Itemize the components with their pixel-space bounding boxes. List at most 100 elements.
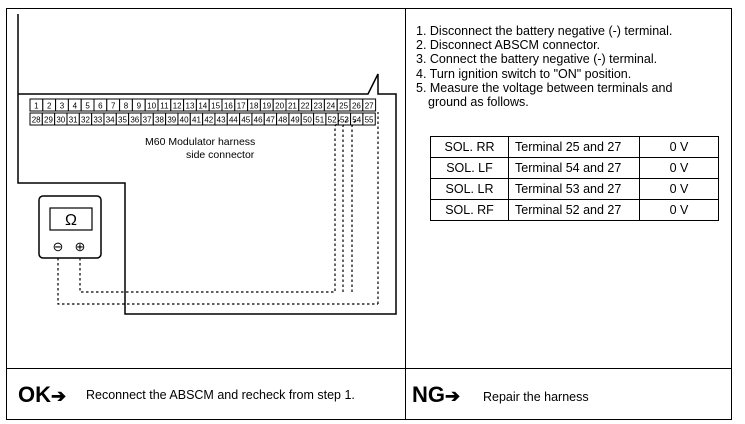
pin-number: 3 xyxy=(60,102,65,111)
terminal-cell: Terminal 54 and 27 xyxy=(508,157,640,179)
pin-number: 1 xyxy=(34,102,39,111)
pin-number: 21 xyxy=(288,102,297,111)
pin-number: 14 xyxy=(198,102,207,111)
wire-neg xyxy=(57,258,378,305)
pin-number: 2 xyxy=(47,102,52,111)
pin-number: 29 xyxy=(44,116,53,125)
terminal-cell: Terminal 25 and 27 xyxy=(508,136,640,158)
pin-number: 48 xyxy=(278,116,287,125)
connector-label-line2: side connector xyxy=(186,149,255,161)
pin-number: 18 xyxy=(250,102,259,111)
pin-number: 35 xyxy=(118,116,127,125)
ng-instruction: Repair the harness xyxy=(483,390,589,404)
ng-label: NG xyxy=(412,382,445,407)
pin-number: 37 xyxy=(143,116,152,125)
negative-terminal-icon: ⊖ xyxy=(53,239,64,254)
arrow-right-icon: ➔ xyxy=(51,386,67,406)
pin-number: 11 xyxy=(160,102,169,111)
voltage-cell: 0 V xyxy=(639,178,719,200)
pin-number: 40 xyxy=(180,116,189,125)
step-1: 1. Disconnect the battery negative (-) t… xyxy=(416,24,673,38)
solenoid-cell: SOL. RF xyxy=(430,199,509,221)
vertical-divider xyxy=(405,8,406,420)
table-row: SOL. RF Terminal 52 and 27 0 V xyxy=(430,199,719,221)
pin-number: 38 xyxy=(155,116,164,125)
solenoid-cell: SOL. RR xyxy=(430,136,509,158)
pin-number: 47 xyxy=(266,116,275,125)
arrow-right-icon: ➔ xyxy=(445,386,461,406)
ok-label: OK xyxy=(18,382,51,407)
connector-label-line1: M60 Modulator harness xyxy=(145,136,255,148)
pin-number: 45 xyxy=(241,116,250,125)
pin-number: 31 xyxy=(69,116,78,125)
pin-number: 9 xyxy=(137,102,142,111)
table-row: SOL. LR Terminal 53 and 27 0 V xyxy=(430,178,719,200)
voltage-cell: 0 V xyxy=(639,136,719,158)
terminal-cell: Terminal 53 and 27 xyxy=(508,178,640,200)
ok-instruction: Reconnect the ABSCM and recheck from ste… xyxy=(86,388,355,402)
probe-wires xyxy=(57,112,379,305)
pin-number: 41 xyxy=(192,116,201,125)
pin-number: 25 xyxy=(339,102,348,111)
positive-terminal-icon: ⊕ xyxy=(75,239,86,254)
pin-number: 24 xyxy=(326,102,335,111)
pin-number: 49 xyxy=(291,116,300,125)
pin-number: 51 xyxy=(315,116,324,125)
multimeter: Ω ⊖ ⊕ xyxy=(38,195,102,259)
pin-number: 53 xyxy=(340,116,349,125)
pin-number: 52 xyxy=(328,116,337,125)
table-row: SOL. RR Terminal 25 and 27 0 V xyxy=(430,136,719,158)
pin-number: 30 xyxy=(56,116,65,125)
top-pin-cell xyxy=(362,98,377,112)
pin-number: 34 xyxy=(106,116,115,125)
step-4: 4. Turn ignition switch to "ON" position… xyxy=(416,66,632,81)
pin-number: 44 xyxy=(229,116,238,125)
pin-number: 55 xyxy=(365,116,374,125)
solenoid-cell: SOL. LF xyxy=(430,157,509,179)
pin-number: 27 xyxy=(365,102,374,111)
voltage-table: SOL. RR Terminal 25 and 27 0 V SOL. LF T… xyxy=(430,136,719,221)
pin-number: 23 xyxy=(314,102,323,111)
step-3: 3. Connect the battery negative (-) term… xyxy=(416,52,658,67)
pin-number: 19 xyxy=(262,102,271,111)
instruction-steps: 1. Disconnect the battery negative (-) t… xyxy=(416,24,672,109)
pin-number: 20 xyxy=(275,102,284,111)
pin-number: 15 xyxy=(211,102,220,111)
pin-number: 22 xyxy=(301,102,310,111)
pin-number: 46 xyxy=(254,116,263,125)
pin-number: 50 xyxy=(303,116,312,125)
horizontal-divider xyxy=(6,368,732,369)
pin-number: 12 xyxy=(173,102,182,111)
solenoid-cell: SOL. LR xyxy=(430,178,509,200)
pin-number: 7 xyxy=(111,102,116,111)
pin-number: 43 xyxy=(217,116,226,125)
bottom-pin-cell xyxy=(362,112,376,126)
pin-number: 17 xyxy=(237,102,246,111)
pin-number: 10 xyxy=(147,102,156,111)
table-row: SOL. LF Terminal 54 and 27 0 V xyxy=(430,157,719,179)
pin-number: 13 xyxy=(186,102,195,111)
pin-number: 54 xyxy=(352,116,361,125)
pin-number: 16 xyxy=(224,102,233,111)
diagram-frame xyxy=(6,8,732,420)
pin-number: 5 xyxy=(85,102,90,111)
ok-result: OK➔ xyxy=(18,382,66,408)
connector-housing xyxy=(17,14,397,315)
pin-number: 26 xyxy=(352,102,361,111)
pin-number: 6 xyxy=(98,102,103,111)
pin-number: 28 xyxy=(32,116,41,125)
voltage-cell: 0 V xyxy=(639,199,719,221)
voltage-cell: 0 V xyxy=(639,157,719,179)
pin-number: 42 xyxy=(204,116,213,125)
pin-number: 8 xyxy=(124,102,129,111)
step-5: 5. Measure the voltage between terminals… xyxy=(416,80,673,95)
pin-number: 33 xyxy=(93,116,102,125)
step-2: 2. Disconnect ABSCM connector. xyxy=(416,38,601,53)
ohm-symbol: Ω xyxy=(65,212,77,229)
pin-number: 32 xyxy=(81,116,90,125)
pin-number: 39 xyxy=(167,116,176,125)
step-5-cont: ground as follows. xyxy=(428,95,529,110)
